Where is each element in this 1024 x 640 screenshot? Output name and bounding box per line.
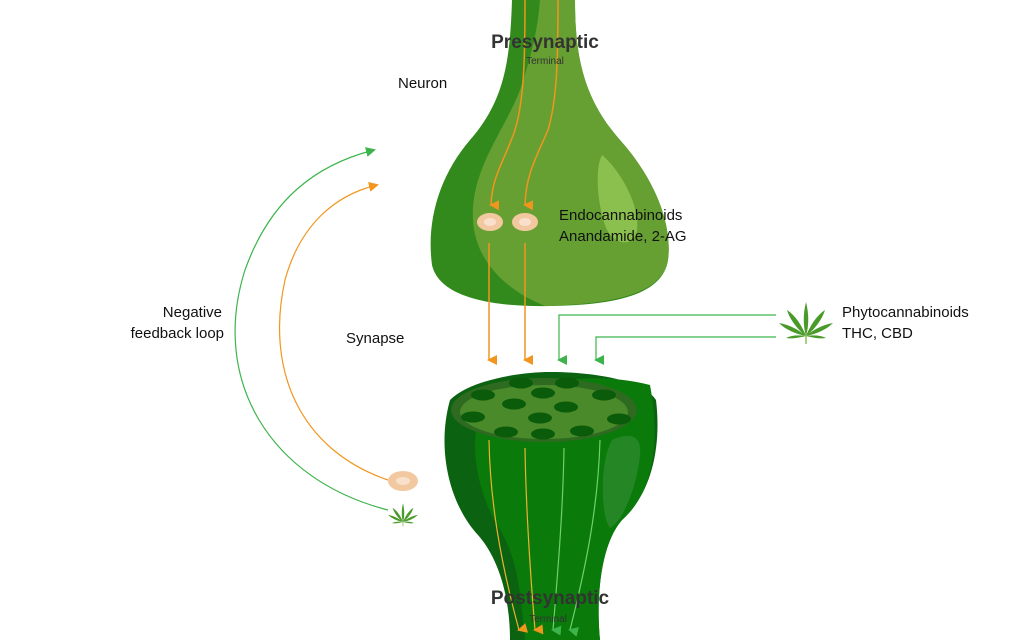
green-line-2 (568, 439, 601, 637)
synapse-label: Synapse (346, 330, 404, 347)
postsynaptic-body-main (474, 378, 655, 640)
receptor-icon (555, 377, 579, 389)
receptor-group (461, 377, 631, 440)
phytocannabinoids-label: Phytocannabinoids (842, 304, 969, 321)
presynaptic-title: Presynaptic (491, 32, 599, 53)
receptor-icon (461, 411, 485, 423)
receptor-icon (607, 413, 631, 425)
phytocannabinoids-examples: THC, CBD (842, 325, 913, 342)
receptor-icon (528, 412, 552, 424)
receptor-icon (509, 377, 533, 389)
postsynaptic-title: Postsynaptic (491, 588, 610, 609)
cannabis-leaf-icon (778, 301, 834, 345)
receptor-icon (531, 428, 555, 440)
orange-arrow-2 (523, 0, 559, 211)
receptor-surface (460, 385, 628, 439)
postsynaptic-highlight (602, 435, 641, 528)
presynaptic-highlight (597, 155, 638, 243)
endocannabinoids-examples: Anandamide, 2-AG (559, 228, 687, 245)
receptor-icon (531, 387, 555, 399)
postsynaptic-terminal (444, 372, 658, 640)
green-arrow-2 (594, 336, 776, 365)
endocannabinoids-label: Endocannabinoids (559, 207, 682, 224)
phytocannabinoid-arrows (557, 314, 776, 365)
orange-line-1 (488, 439, 529, 633)
feedback-arrow-orange (278, 181, 389, 481)
cannabis-leaf-icon (387, 502, 419, 527)
receptor-icon (494, 426, 518, 438)
negative-feedback-label-2: feedback loop (131, 325, 224, 342)
presynaptic-subtitle: Terminal (526, 56, 564, 67)
green-arrow-1 (557, 314, 776, 365)
postsynaptic-signal-lines (488, 439, 601, 637)
endocannabinoid-arrows (487, 0, 559, 365)
negative-feedback-label-1: Negative (163, 304, 222, 321)
molecule-core (519, 218, 531, 226)
feedback-arrow-green (234, 147, 389, 511)
green-line-1 (551, 447, 565, 636)
receptor-icon (592, 389, 616, 401)
postsynaptic-subtitle: Terminal (529, 614, 567, 625)
orange-line-2 (524, 447, 544, 635)
orange-arrow-1 (489, 0, 526, 211)
receptor-icon (554, 401, 578, 413)
receptor-icon (502, 398, 526, 410)
receptor-icon (471, 389, 495, 401)
receptor-icon (570, 425, 594, 437)
molecule-core (484, 218, 496, 226)
molecule-core (396, 477, 410, 485)
neuron-label: Neuron (398, 75, 447, 92)
negative-feedback-loop (234, 147, 389, 511)
